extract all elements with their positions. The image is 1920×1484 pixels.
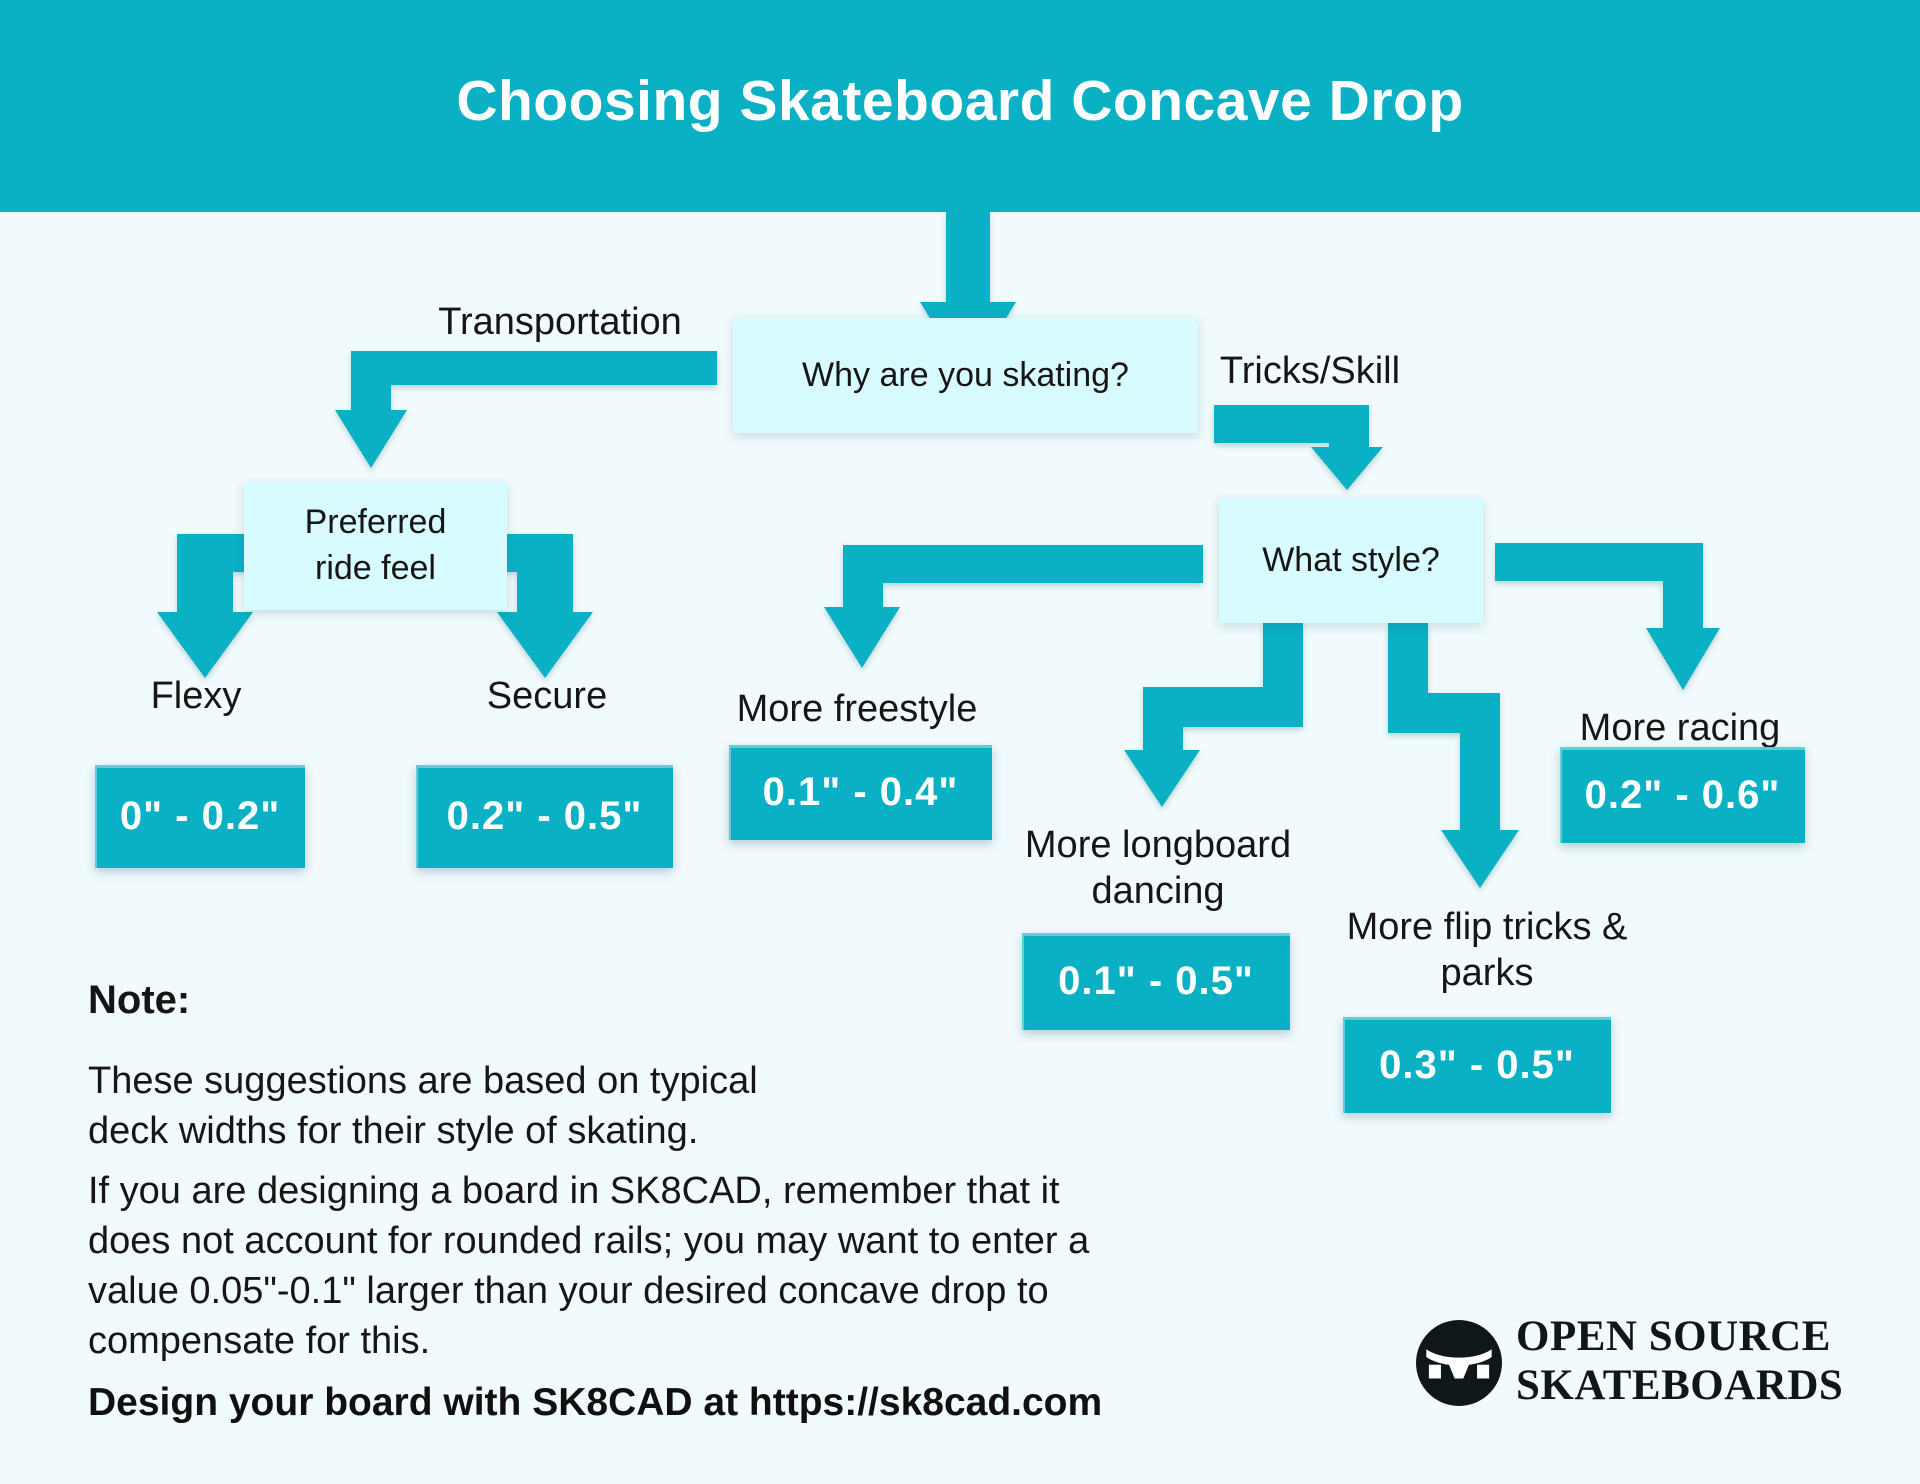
- note-paragraph-2: If you are designing a board in SK8CAD, …: [88, 1170, 1090, 1362]
- label-more-freestyle: More freestyle: [736, 688, 978, 730]
- node-what-style-text: What style?: [1262, 540, 1440, 579]
- node-root-question-text: Why are you skating?: [802, 355, 1129, 394]
- label-more-flip-tricks-parks: More flip tricks & parks: [1346, 906, 1628, 994]
- cta-text: Design your board with SK8CAD at https:/…: [88, 1381, 1103, 1424]
- node-preferred-ride-feel: Preferred ride feel: [244, 482, 507, 610]
- logo-line-2: SKATEBOARDS: [1516, 1362, 1844, 1409]
- value-box-flexy: 0" - 0.2": [95, 765, 305, 868]
- arrow-to-freestyle: [824, 545, 1203, 668]
- value-box-secure: 0.2" - 0.5": [416, 765, 673, 868]
- note-heading: Note:: [88, 978, 191, 1022]
- label-secure: Secure: [486, 675, 608, 717]
- arrow-to-longboard-dancing: [1124, 623, 1303, 807]
- node-what-style: What style?: [1219, 498, 1483, 623]
- header-band: Choosing Skateboard Concave Drop: [0, 0, 1920, 212]
- arrow-to-flip-tricks: [1388, 623, 1519, 888]
- value-box-longboard-dancing: 0.1" - 0.5": [1022, 933, 1290, 1030]
- node-preferred-ride-feel-text: Preferred ride feel: [304, 503, 447, 587]
- page-title: Choosing Skateboard Concave Drop: [456, 69, 1464, 133]
- skateboard-logo-icon: [1416, 1320, 1502, 1406]
- node-root-question: Why are you skating?: [733, 318, 1198, 433]
- arrow-to-racing: [1495, 543, 1720, 690]
- arrow-tricks-elbow: [1214, 405, 1383, 490]
- logo-line-1: OPEN SOURCE: [1516, 1313, 1831, 1360]
- label-transportation: Transportation: [438, 301, 682, 343]
- arrow-transportation-elbow: [335, 351, 717, 468]
- arrow-to-secure: [497, 534, 593, 678]
- label-more-longboard-dancing: More longboard dancing: [1024, 824, 1292, 912]
- value-box-freestyle: 0.1" - 0.4": [729, 745, 992, 840]
- label-flexy: Flexy: [150, 675, 242, 717]
- logo-wordmark: OPEN SOURCE SKATEBOARDS: [1516, 1312, 1843, 1410]
- value-box-flip-tricks: 0.3" - 0.5": [1343, 1017, 1611, 1113]
- value-box-racing: 0.2" - 0.6": [1560, 747, 1805, 843]
- label-more-racing: More racing: [1579, 707, 1781, 749]
- label-tricks-skill: Tricks/Skill: [1219, 350, 1401, 392]
- arrow-to-flexy: [157, 534, 253, 678]
- note-paragraph-1: These suggestions are based on typical d…: [88, 1060, 758, 1152]
